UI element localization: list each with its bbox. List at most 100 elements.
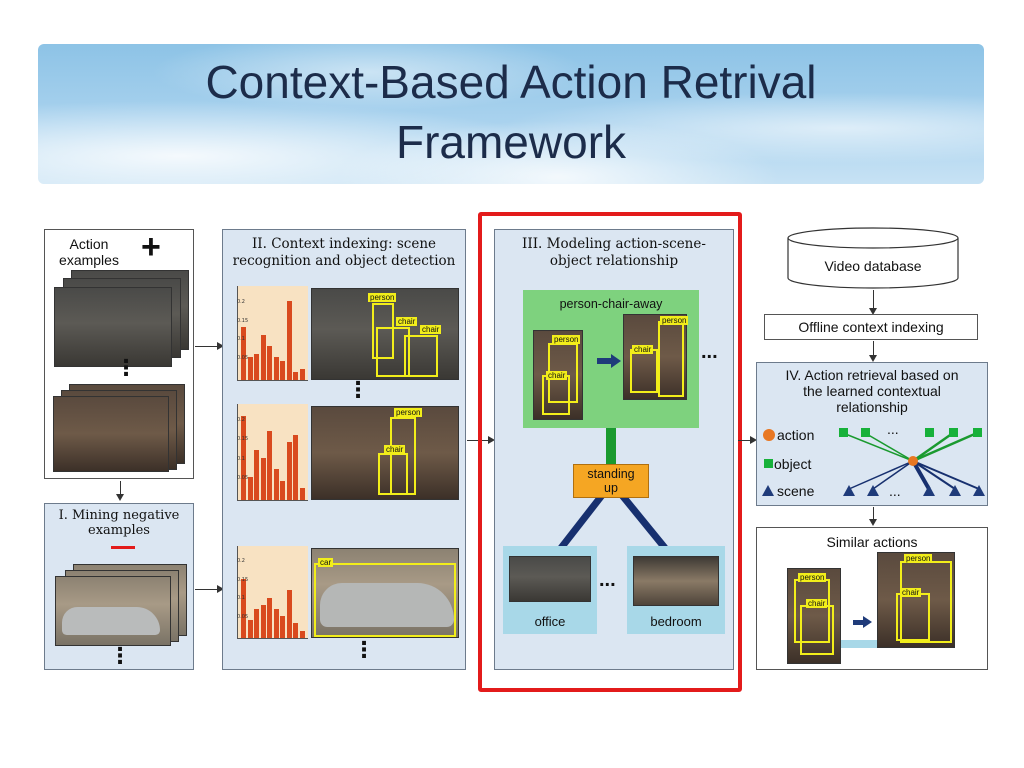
negative-frame-front bbox=[55, 576, 171, 646]
chair-bounding-box bbox=[404, 335, 438, 377]
histogram-bar bbox=[286, 590, 292, 638]
slide-title-line1: Context-Based Action Retrival bbox=[205, 56, 817, 108]
person-bounding-box bbox=[372, 303, 394, 359]
arrow-head bbox=[750, 436, 757, 444]
histogram-tick-label: 0.05 bbox=[237, 355, 249, 361]
modeling-panel: III. Modeling action-scene- object relat… bbox=[494, 229, 734, 670]
histogram-tick-label: 0.15 bbox=[237, 436, 249, 442]
object-node bbox=[973, 428, 982, 437]
action-pattern-box: person-chair-away person chair person ch… bbox=[523, 290, 718, 428]
histogram-bar bbox=[286, 301, 292, 380]
histogram-bar bbox=[286, 442, 292, 500]
object-node bbox=[949, 428, 958, 437]
histogram-tick-label: 0.2 bbox=[237, 417, 245, 423]
pattern-frame-right: person chair bbox=[623, 314, 689, 400]
action-node-label-line2: up bbox=[604, 481, 618, 495]
similar-actions-panel: Similar actions person chair person chai… bbox=[756, 527, 988, 670]
office-frame bbox=[509, 556, 591, 602]
object-node bbox=[925, 428, 934, 437]
chair-bounding-box bbox=[376, 327, 410, 377]
person-detection-label: person bbox=[368, 293, 397, 302]
scene-label-office: office bbox=[534, 614, 566, 629]
histogram-bar bbox=[260, 605, 266, 638]
mining-negative-label-line1: I. Mining negative bbox=[58, 508, 180, 523]
legend-scene-label: scene bbox=[777, 483, 815, 499]
histogram-tick-label: 0.1 bbox=[237, 336, 245, 342]
slide-title-line2: Framework bbox=[395, 116, 627, 168]
histogram-bar bbox=[267, 346, 272, 380]
chair-bounding-box bbox=[896, 593, 930, 641]
slide-title: Context-Based Action Retrival Framework bbox=[38, 52, 984, 172]
object-ellipsis: ... bbox=[887, 421, 899, 437]
bedroom-frame bbox=[633, 556, 719, 606]
legend-object-label: object bbox=[774, 456, 812, 472]
histogram-bar bbox=[273, 469, 279, 500]
chair-detection-label: chair bbox=[546, 371, 568, 380]
action-example-frame-front bbox=[54, 287, 172, 367]
histogram-bar bbox=[293, 623, 298, 638]
histogram-bar bbox=[241, 416, 246, 500]
histogram-bar bbox=[280, 616, 285, 638]
action-retrieval-label-line3: relationship bbox=[836, 399, 908, 415]
retrieval-graph bbox=[842, 431, 980, 490]
scene-label-bedroom: bedroom bbox=[650, 614, 702, 629]
car-shape bbox=[62, 607, 160, 635]
action-example-frame2-front bbox=[53, 396, 169, 472]
action-retrieval-label: IV. Action retrieval based on the learne… bbox=[757, 367, 987, 415]
scene-node bbox=[867, 485, 879, 496]
histogram-bar bbox=[241, 579, 246, 638]
histogram-bar bbox=[254, 609, 259, 638]
arrow-head bbox=[869, 519, 877, 526]
action-node-label-line1: standing bbox=[587, 467, 635, 481]
histogram-bar bbox=[241, 327, 246, 380]
histogram-tick-label: 0.15 bbox=[237, 577, 249, 583]
object-node bbox=[839, 428, 848, 437]
histogram-tick-label: 0.2 bbox=[237, 558, 245, 564]
object-node bbox=[861, 428, 870, 437]
modeling-label-line1: III. Modeling action-scene- bbox=[522, 236, 706, 252]
video-database-label: Video database bbox=[824, 258, 922, 274]
histogram-bar bbox=[254, 450, 259, 500]
histogram-bar bbox=[280, 361, 285, 380]
arrow-head bbox=[217, 342, 224, 350]
histogram-bar bbox=[273, 609, 279, 638]
person-detection-label: person bbox=[904, 554, 933, 563]
histogram-bar bbox=[247, 477, 253, 500]
chair-detection-label: chair bbox=[632, 345, 654, 354]
car-detection-label: car bbox=[318, 558, 334, 567]
histogram-tick-label: 0.1 bbox=[237, 595, 245, 601]
arrow-modeling-to-retrieval bbox=[738, 440, 752, 441]
arrow-head bbox=[488, 436, 495, 444]
pattern-frame-left: person chair bbox=[533, 330, 583, 420]
scene-node bbox=[949, 485, 961, 496]
similar-transition-arrow-head bbox=[863, 616, 872, 628]
context-indexing-label-line2: recognition and object detection bbox=[232, 253, 456, 269]
object-square-icon bbox=[764, 459, 773, 468]
mining-negative-label: I. Mining negative examples bbox=[45, 508, 193, 538]
chair-bounding-box bbox=[800, 605, 834, 655]
arrow-retrieval-to-similar bbox=[873, 507, 874, 521]
scene-node-ellipsis: ... bbox=[889, 483, 901, 499]
car-shape bbox=[320, 583, 454, 627]
scene-box-bedroom: bedroom bbox=[627, 546, 725, 634]
chair-detection-label: chair bbox=[420, 325, 442, 334]
detection-frame-1: person chair chair bbox=[311, 288, 459, 380]
histogram-bar bbox=[273, 357, 279, 380]
action-dot-icon bbox=[763, 429, 775, 441]
histogram-bar bbox=[299, 631, 305, 638]
mining-negative-label-line2: examples bbox=[88, 523, 150, 538]
scene-box-office: office bbox=[503, 546, 597, 634]
arrow-head bbox=[869, 308, 877, 315]
person-detection-label: person bbox=[394, 408, 423, 417]
transition-arrow-icon bbox=[597, 358, 611, 364]
similar-frame-right: person chair bbox=[877, 552, 955, 648]
highlight-rectangle bbox=[478, 212, 742, 692]
modeling-label: III. Modeling action-scene- object relat… bbox=[495, 236, 733, 270]
modeling-label-line2: object relationship bbox=[549, 253, 679, 269]
action-retrieval-label-line1: IV. Action retrieval based on bbox=[785, 367, 959, 383]
histogram-bar bbox=[260, 335, 266, 380]
action-retrieval-label-line2: the learned contextual bbox=[803, 383, 941, 399]
arrow-indexing-to-retrieval bbox=[873, 341, 874, 357]
arrow-examples-to-indexing bbox=[195, 346, 219, 347]
